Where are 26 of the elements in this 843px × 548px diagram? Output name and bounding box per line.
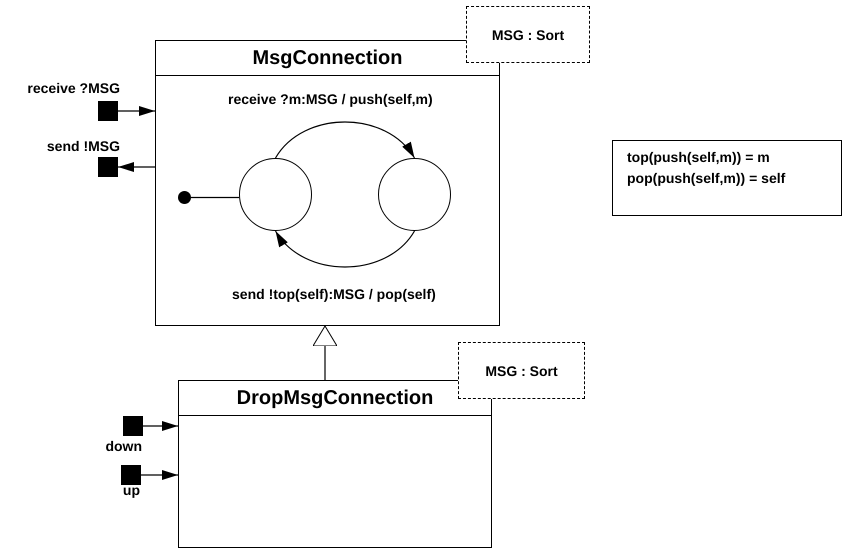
port-label: down [104, 438, 142, 454]
parameter-text: MSG : Sort [492, 26, 564, 42]
note-box [612, 140, 842, 216]
equation-text: top(push(self,m)) = m [627, 148, 771, 167]
arrow [118, 106, 155, 116]
arrow [141, 470, 178, 480]
initial-state-dot [178, 191, 191, 204]
arrow [143, 421, 178, 431]
port-square [98, 157, 118, 177]
parameter-box [466, 6, 590, 63]
port-square [121, 465, 141, 485]
arrow [275, 230, 415, 268]
equation-text: pop(push(self,m)) = self [627, 169, 786, 188]
transition-line [191, 196, 239, 198]
parameter-text: MSG : Sort [485, 362, 558, 378]
port-label: receive ?MSG [26, 80, 120, 96]
edge-label: send !top(self):MSG / pop(self) [232, 286, 436, 302]
arrow [118, 162, 155, 172]
port-square [98, 101, 118, 121]
parameter-box [458, 342, 585, 399]
edge-label: receive ?m:MSG / push(self,m) [228, 91, 433, 107]
port-label: up [122, 482, 140, 498]
generalization-arrow [312, 326, 338, 380]
port-label: send !MSG [46, 138, 120, 154]
arrow [275, 121, 415, 158]
port-square [123, 416, 143, 436]
